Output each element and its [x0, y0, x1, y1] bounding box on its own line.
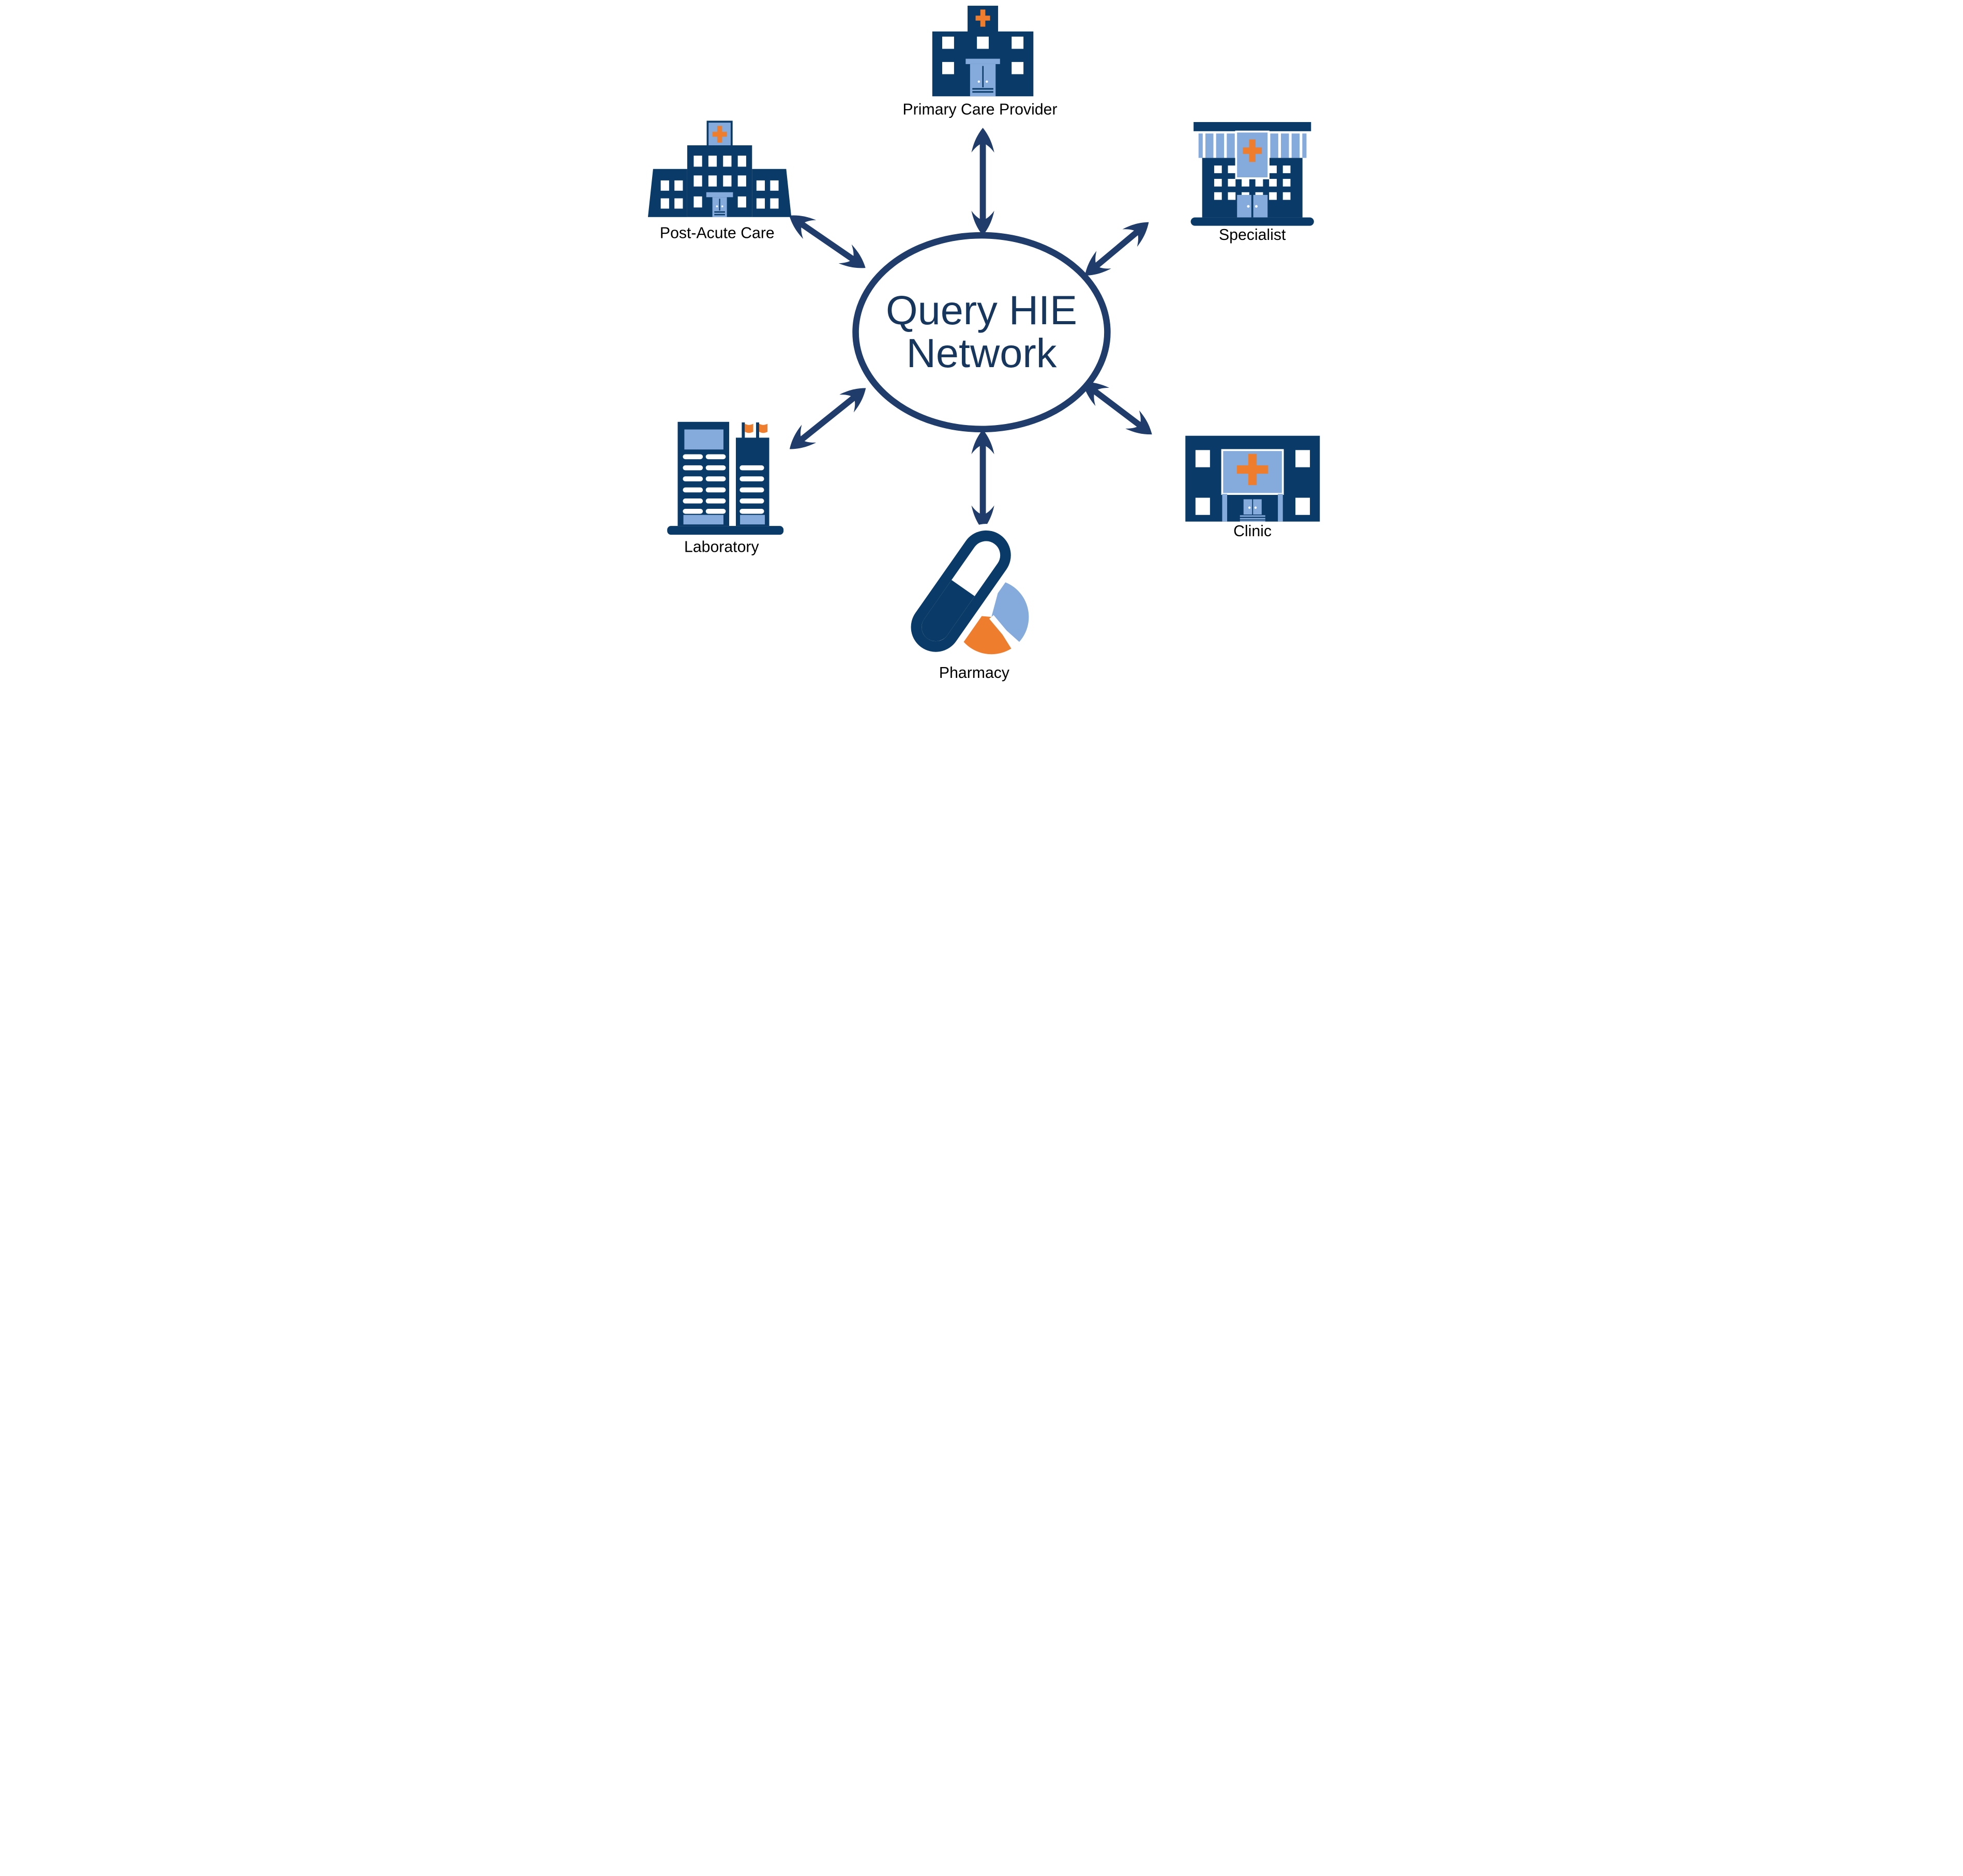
medical-cross-icon [975, 9, 990, 27]
left-wing [647, 169, 687, 217]
node-clinic: Clinic [1185, 435, 1320, 540]
node-label-primary-care-provider: Primary Care Provider [903, 101, 1058, 118]
window-slats [683, 454, 764, 514]
medical-cross-icon [1236, 453, 1269, 486]
arrow-hub-specialist [1077, 213, 1156, 285]
hospital-building-icon [932, 6, 1034, 97]
node-label-pharmacy: Pharmacy [939, 664, 1010, 682]
hub-label-line2: Network [907, 330, 1057, 376]
hub-query-hie-network: Query HIE Network [852, 232, 1111, 433]
clinic-building-icon [1185, 435, 1320, 522]
window-grid [942, 36, 1024, 74]
office-towers-icon [667, 421, 784, 535]
flag-poles [742, 422, 768, 439]
right-wing [752, 169, 792, 217]
medical-cross-icon [712, 126, 727, 143]
hospital-wings-icon [647, 120, 792, 217]
arrow-hub-primary-care-provider [971, 128, 994, 236]
entrance-door [1240, 499, 1265, 522]
roof-bar [1194, 122, 1311, 131]
porch-post [1278, 494, 1283, 522]
arrow-hub-pharmacy [971, 429, 994, 531]
lower-panel [683, 515, 724, 525]
medical-cross-icon [1243, 139, 1262, 162]
arrow-hub-clinic [1076, 373, 1159, 444]
node-label-laboratory: Laboratory [684, 539, 759, 556]
window-grid [660, 155, 779, 209]
connector-arrows [782, 128, 1159, 531]
node-laboratory: Laboratory [667, 421, 784, 556]
node-label-specialist: Specialist [1219, 226, 1286, 244]
hub-ellipse [852, 232, 1111, 433]
base-bar [667, 526, 784, 535]
hie-network-diagram-canvas: Query HIE Network [620, 0, 1343, 692]
capsule [904, 524, 1018, 659]
medical-storefront-icon [1190, 122, 1314, 226]
awning-stripes [1198, 133, 1307, 158]
porch-post [1222, 494, 1228, 522]
node-label-clinic: Clinic [1233, 523, 1272, 540]
lower-panel [740, 515, 765, 525]
entrance-door [706, 192, 733, 217]
arrow-hub-post-acute-care [782, 206, 872, 278]
diagram-page: Query HIE Network [620, 0, 1343, 692]
base-bar [1190, 217, 1314, 226]
node-post-acute-care: Post-Acute Care [647, 120, 792, 241]
node-label-post-acute-care: Post-Acute Care [660, 224, 775, 241]
entrance-door [965, 58, 1000, 97]
flag-icon [759, 423, 768, 433]
pill-capsule-icon [904, 524, 1029, 659]
top-panel [684, 429, 724, 450]
window-grid [1195, 450, 1310, 515]
node-primary-care-provider: Primary Care Provider [903, 6, 1058, 118]
flag-icon [745, 423, 753, 433]
arrow-hub-laboratory [782, 379, 873, 458]
hub-label-line1: Query HIE [886, 287, 1077, 333]
node-specialist: Specialist [1190, 122, 1314, 244]
node-pharmacy: Pharmacy [904, 524, 1029, 682]
entrance-doors [1237, 194, 1268, 218]
